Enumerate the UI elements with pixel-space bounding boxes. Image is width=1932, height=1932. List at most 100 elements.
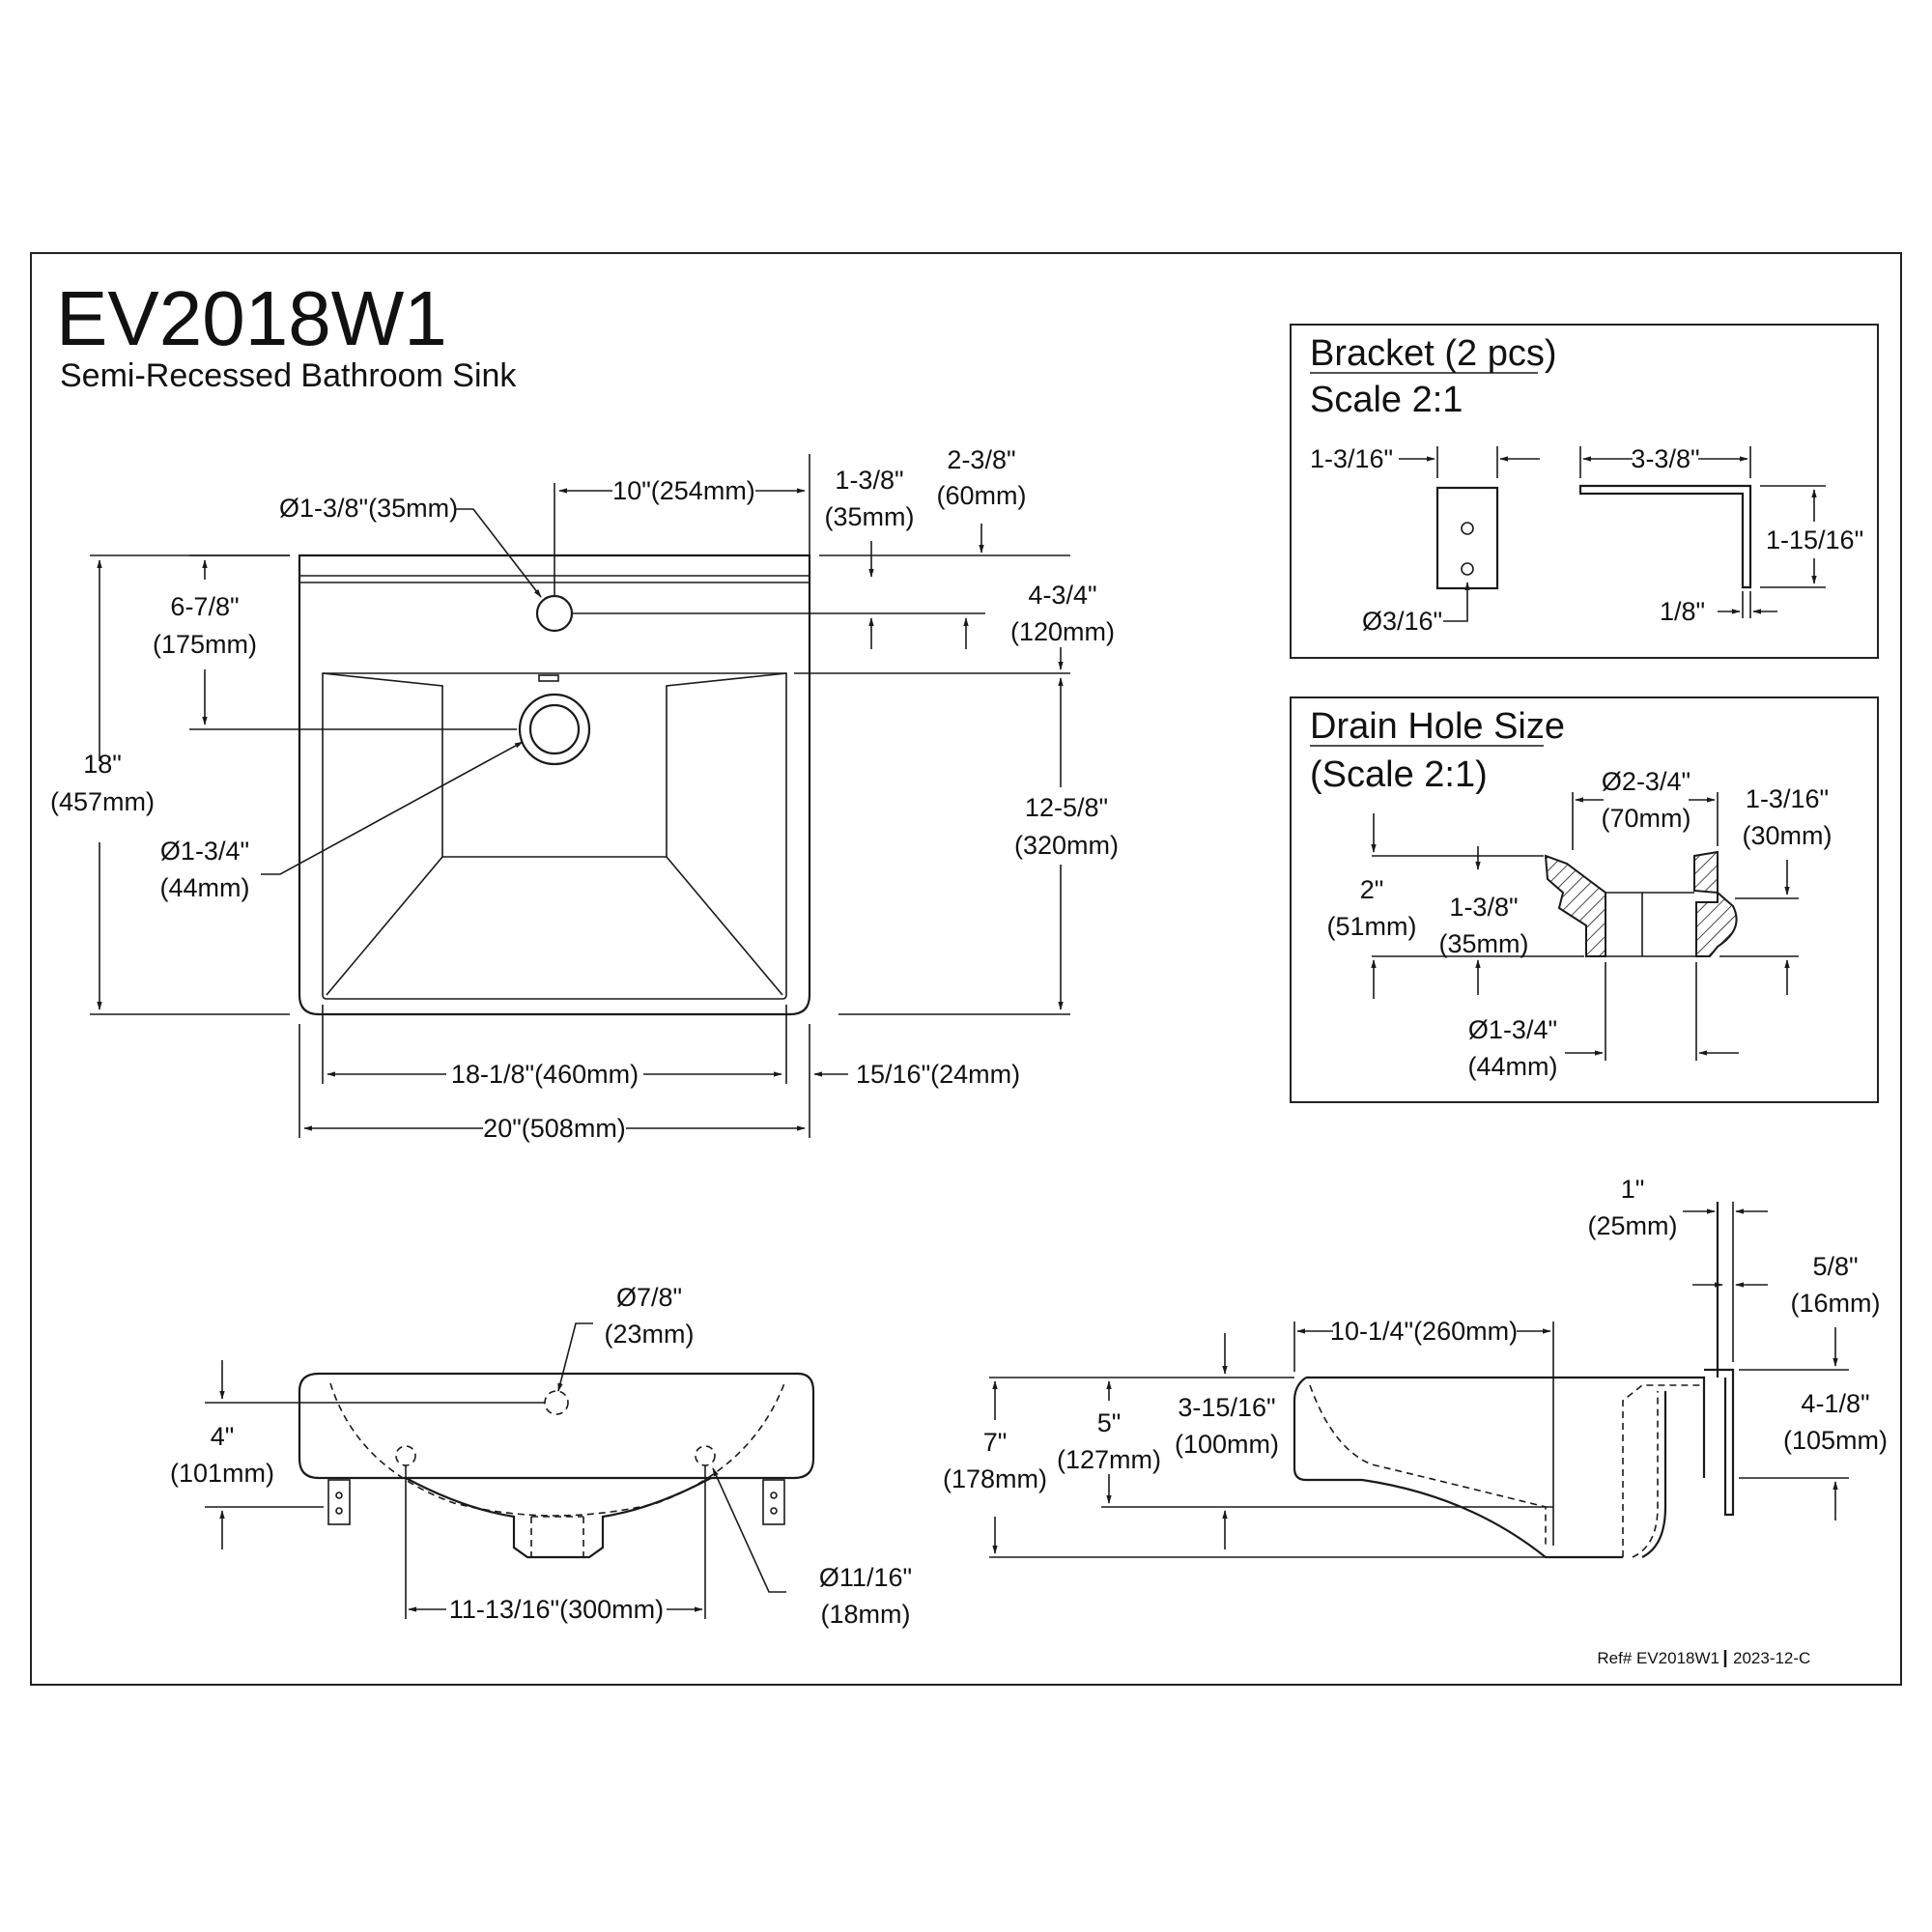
drain-hole-detail: Drain Hole Size (Scale 2:1) Ø2-3/4" (70m… <box>1290 696 1879 1103</box>
bracket-length: 3-3/8" <box>1631 444 1699 473</box>
front-bowl-bottom <box>405 1477 712 1559</box>
front-bowl-hidden <box>329 1382 785 1517</box>
deck-depth-in: 1-3/8" <box>835 466 903 495</box>
top-view: 18" (457mm) 6-7/8" (175mm) Ø1-3/8"(35mm)… <box>50 445 1119 1143</box>
bracket-hole-top <box>1461 522 1474 535</box>
mount-hole-dia-mm: (18mm) <box>821 1600 911 1629</box>
front-height-mm: (101mm) <box>170 1459 274 1488</box>
wall-gap-in: 1" <box>1621 1175 1645 1204</box>
drain-inner-dia-mm: (44mm) <box>1468 1052 1558 1081</box>
drain-section-right <box>1693 850 1738 957</box>
bracket-width: 1-3/16" <box>1310 444 1393 473</box>
drain-section-left <box>1544 854 1606 957</box>
faucet-offset: 10"(254mm) <box>612 476 755 505</box>
bracket-hole-dia: Ø3/16" <box>1362 607 1442 636</box>
front-view: Ø7/8" (23mm) 4" (101mm) 11-13/16"(300mm)… <box>170 1283 912 1629</box>
side-bowl-height-in: 5" <box>1097 1408 1122 1437</box>
footer-ref: Ref# EV2018W1 <box>1597 1649 1719 1667</box>
bracket-box <box>1290 324 1879 659</box>
side-back-height-mm: (105mm) <box>1783 1426 1888 1455</box>
bracket-detail: Bracket (2 pcs) Scale 2:1 1-3/16" Ø3/16"… <box>1290 324 1879 659</box>
faucet-hole-dia: Ø1-3/8"(35mm) <box>279 494 458 523</box>
drain-heading: Drain Hole Size <box>1310 706 1565 747</box>
drain-scale: (Scale 2:1) <box>1310 754 1488 795</box>
side-total-height-in: 7" <box>983 1428 1008 1457</box>
bowl-slope-right <box>666 856 783 996</box>
deck-depth-mm: (35mm) <box>825 502 915 531</box>
bracket-thickness: 1/8" <box>1660 597 1705 626</box>
side-overflow-pipe <box>1641 1391 1667 1558</box>
overall-depth-mm: (457mm) <box>50 787 155 816</box>
side-projection: 10-1/4"(260mm) <box>1330 1317 1518 1346</box>
overall-depth-in: 18" <box>83 750 122 779</box>
bowl-width: 18-1/8"(460mm) <box>451 1060 639 1089</box>
drain-inner-circle <box>528 703 581 755</box>
drain-inner-dia-in: Ø1-3/4" <box>1468 1015 1557 1044</box>
mount-hole-spacing: 11-13/16"(300mm) <box>449 1595 664 1624</box>
drain-inner-height-in: 1-3/8" <box>1449 893 1518 922</box>
bowl-depth-mm: (320mm) <box>1014 831 1119 860</box>
front-to-drain-in: 6-7/8" <box>170 592 239 621</box>
side-bracket <box>1704 1202 1735 1517</box>
mount-hole-left <box>395 1445 416 1466</box>
drain-flange-mm: (30mm) <box>1743 821 1833 850</box>
bowl-outline <box>322 672 787 1000</box>
front-bracket-right <box>762 1479 785 1525</box>
front-height-in: 4" <box>211 1422 235 1451</box>
overflow-slot <box>538 674 559 682</box>
front-to-drain-mm: (175mm) <box>153 630 257 659</box>
product-description: Semi-Recessed Bathroom Sink <box>60 357 517 394</box>
drain-height-in: 2" <box>1360 875 1384 904</box>
overall-width: 20"(508mm) <box>483 1114 626 1143</box>
drain-flange-in: 1-3/16" <box>1746 784 1829 813</box>
side-bowl-hidden <box>1309 1384 1547 1546</box>
bracket-scale: Scale 2:1 <box>1310 380 1463 420</box>
bracket-l-profile <box>1578 484 1752 589</box>
wall-gap-mm: (25mm) <box>1588 1211 1678 1240</box>
bracket-height: 1-15/16" <box>1766 526 1863 554</box>
side-total-height-mm: (178mm) <box>943 1464 1047 1493</box>
sink-outline <box>298 554 811 1016</box>
front-bracket-left <box>327 1479 351 1525</box>
bracket-hole-bottom <box>1461 562 1474 576</box>
footer-date: 2023-12-C <box>1733 1649 1810 1667</box>
side-bowl-height-mm: (127mm) <box>1057 1445 1161 1474</box>
faucet-hole <box>535 594 574 633</box>
drawing-frame <box>30 252 1902 1686</box>
mount-hole-dia-in: Ø11/16" <box>819 1563 912 1592</box>
drain-inner-height-mm: (35mm) <box>1439 929 1529 958</box>
mount-hole-right <box>695 1445 716 1466</box>
bracket-plate <box>1435 486 1499 590</box>
side-rim: 15/16"(24mm) <box>856 1060 1020 1089</box>
bracket-depth-mm: (16mm) <box>1791 1289 1881 1318</box>
front-drain-hidden <box>530 1516 584 1557</box>
overflow-dia-mm: (23mm) <box>605 1320 695 1349</box>
front-sink-body <box>298 1372 815 1480</box>
side-back-height-in: 4-1/8" <box>1801 1389 1869 1418</box>
drain-dia-in: Ø1-3/4" <box>160 837 249 866</box>
drain-dia-mm: (44mm) <box>160 873 250 902</box>
bowl-inner-top <box>322 672 787 858</box>
side-overflow-hidden <box>1622 1384 1704 1558</box>
overflow-dia-in: Ø7/8" <box>616 1283 682 1312</box>
drain-hole-box <box>1290 696 1879 1103</box>
side-rim-height-in: 3-15/16" <box>1178 1393 1275 1422</box>
side-rim-height-mm: (100mm) <box>1175 1430 1279 1459</box>
bowl-slope-left <box>326 856 443 996</box>
hole-to-bowl-mm: (120mm) <box>1010 617 1115 646</box>
drain-outer-dia-in: Ø2-3/4" <box>1602 767 1690 796</box>
drain-outer-circle <box>518 693 591 766</box>
hole-to-bowl-in: 4-3/4" <box>1028 581 1096 610</box>
side-view: 1" (25mm) 5/8" (16mm) 4-1/8" (105mm) 10-… <box>943 1175 1888 1559</box>
drain-outer-dia-mm: (70mm) <box>1602 804 1691 833</box>
drain-height-mm: (51mm) <box>1327 912 1417 941</box>
model-number: EV2018W1 <box>56 275 447 361</box>
bowl-depth-in: 12-5/8" <box>1025 793 1108 822</box>
back-height-in: 2-3/8" <box>947 445 1015 474</box>
side-sink-profile <box>1293 1376 1706 1559</box>
overflow-hole-hidden <box>544 1390 569 1415</box>
bracket-heading: Bracket (2 pcs) <box>1310 333 1557 374</box>
back-height-mm: (60mm) <box>937 481 1027 510</box>
bracket-depth-in: 5/8" <box>1812 1252 1858 1281</box>
